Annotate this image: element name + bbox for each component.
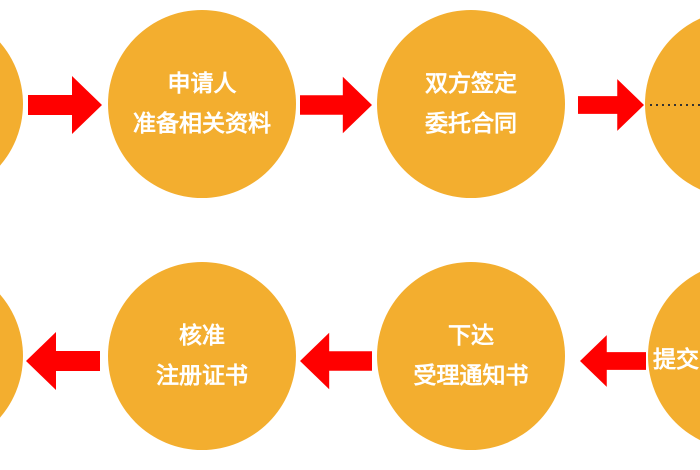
step-circle-approve-certificate: 核准 注册证书 <box>108 262 296 450</box>
step-text: 委托合同 <box>425 111 517 137</box>
step-text: 注册证书 <box>156 363 248 389</box>
arrow-left-icon <box>300 332 372 390</box>
step-circle-left-top <box>0 42 23 166</box>
step-circle-acceptance-notice: 下达 受理通知书 <box>377 262 565 450</box>
step-text: 核准 <box>179 323 225 349</box>
arrow-right-icon <box>300 76 372 134</box>
step-text: 受理通知书 <box>413 363 529 389</box>
step-text: 双方签定 <box>425 71 517 97</box>
step-text: 申请人 <box>167 71 237 97</box>
arrow-left-icon <box>26 332 100 390</box>
arrow-right-icon <box>28 76 102 134</box>
step-circle-submit <box>648 271 700 441</box>
step-circle-sign-contract: 双方签定 委托合同 <box>377 10 565 198</box>
arrow-left-icon <box>580 335 646 387</box>
step-circle-left-bottom <box>0 294 23 418</box>
arrow-right-icon <box>578 79 644 131</box>
step-text-submit-partial: 提交 <box>653 347 699 373</box>
step-circle-prepare-documents: 申请人 准备相关资料 <box>108 10 296 198</box>
step-text: 准备相关资料 <box>133 111 271 137</box>
step-circle-right-top <box>645 18 700 190</box>
step-text: 下达 <box>448 323 494 349</box>
